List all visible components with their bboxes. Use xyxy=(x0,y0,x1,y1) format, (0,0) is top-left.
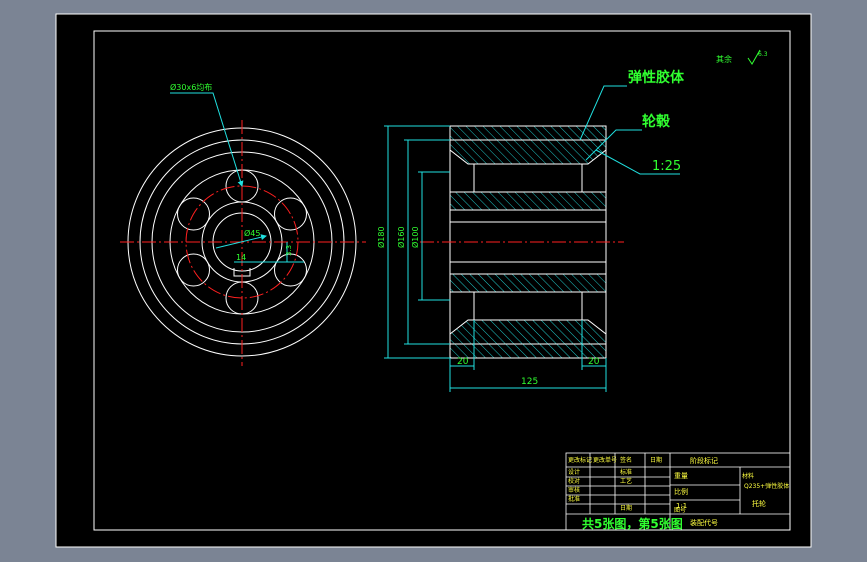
keyway-width-label: 14 xyxy=(236,253,246,262)
hub-flange-bottom xyxy=(449,319,607,345)
title-row-label: 校对 xyxy=(568,477,580,485)
material-label: 材料 xyxy=(742,472,754,480)
title-header-cell: 日期 xyxy=(650,456,662,464)
hole-pattern-label: Ø30x6均布 xyxy=(170,82,212,92)
drawing-frame xyxy=(93,30,791,531)
hub-flange-top xyxy=(449,139,607,165)
hub-callout: 轮毂 xyxy=(642,113,671,130)
scale-label: 比例 xyxy=(674,487,688,496)
title-row-label: 审核 xyxy=(568,486,580,494)
title-row-note: 工艺 xyxy=(620,477,632,485)
front-dimensions xyxy=(170,92,304,263)
taper-label: 1:25 xyxy=(652,159,681,174)
title-row-label: 设计 xyxy=(568,468,580,476)
roughness-value: 6.3 xyxy=(758,51,768,58)
stage-mark-label: 阶段标记 xyxy=(690,456,718,465)
sheet-count: 共5张图，第5张图 xyxy=(582,516,683,531)
hub-web-bottom xyxy=(449,273,607,293)
bore-diameter-label: Ø45 xyxy=(244,228,260,238)
drawing-code-value: 装配代号 xyxy=(690,518,718,527)
lightening-hole xyxy=(274,197,307,231)
lightening-hole xyxy=(274,253,307,287)
rubber-callout: 弹性胶体 xyxy=(628,69,685,86)
weight-label: 重量 xyxy=(674,472,688,480)
title-row-label: 批准 xyxy=(568,495,580,503)
title-header-cell: 更改单号 xyxy=(593,456,617,464)
dia-mid-label: Ø160 xyxy=(396,226,406,248)
hub-web-top xyxy=(449,191,607,211)
scale-value: 1:1 xyxy=(676,502,687,510)
title-header-cell: 更改标记 xyxy=(568,456,592,464)
material-value: Q235+弹性胶体 xyxy=(744,482,789,490)
title-row-note: 日期 xyxy=(620,504,632,512)
dia-inner-label: Ø100 xyxy=(410,226,420,248)
title-row-note: 标准 xyxy=(620,468,632,476)
title-header-cell: 签名 xyxy=(620,456,632,464)
lightening-hole xyxy=(177,253,210,287)
rubber-band-bottom xyxy=(449,343,607,359)
lightening-hole xyxy=(177,197,210,231)
right-width-label: 20 xyxy=(588,357,600,367)
roughness-symbol-icon xyxy=(747,49,761,65)
total-length-label: 125 xyxy=(521,377,538,387)
section-dimensions xyxy=(384,85,680,392)
title-block xyxy=(565,452,791,531)
drawing-code-label: 图号 xyxy=(674,507,686,514)
roughness-note: 其余 xyxy=(716,54,732,64)
left-width-label: 20 xyxy=(457,357,469,367)
part-name: 托轮 xyxy=(752,499,766,508)
keyway-depth-label: 3.3 xyxy=(285,245,293,256)
dia-outer-label: Ø180 xyxy=(376,226,386,248)
